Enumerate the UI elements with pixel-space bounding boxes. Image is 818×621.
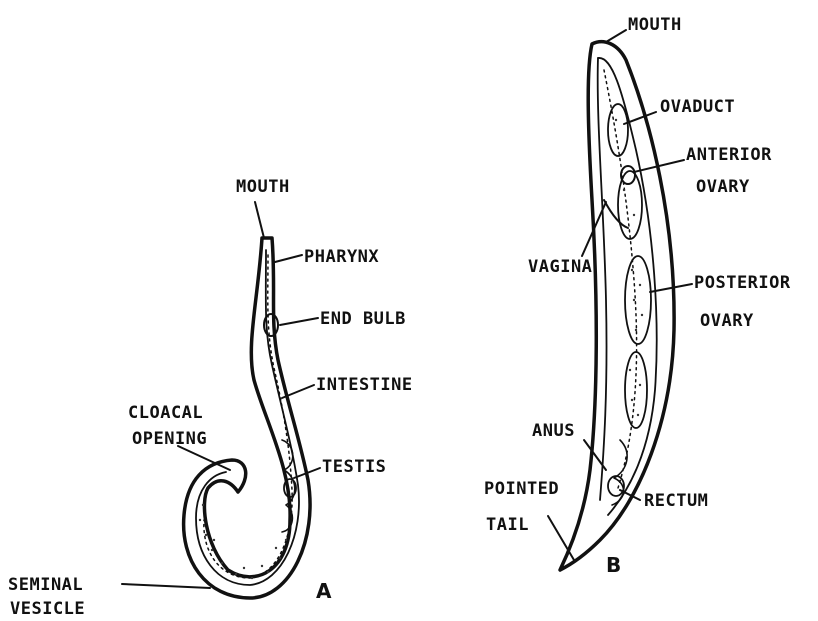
label-cloacal-opening-line1: CLOACAL [128, 403, 203, 423]
label-mouth-b: MOUTH [628, 15, 682, 35]
label-pointed-tail-line2: TAIL [486, 515, 529, 535]
label-seminal-vesicle-line1: SEMINAL [8, 575, 83, 595]
label-end-bulb: END BULB [320, 309, 406, 329]
label-anterior-ovary-line1: ANTERIOR [686, 145, 772, 165]
male-worm-figure: MOUTH PHARYNX END BULB INTESTINE CLOACAL… [8, 177, 413, 619]
label-pointed-tail-line1: POINTED [484, 479, 559, 499]
figure-letter-b: B [606, 553, 621, 577]
label-posterior-ovary-line2: OVARY [700, 311, 754, 331]
label-vagina: VAGINA [528, 257, 592, 277]
label-pharynx: PHARYNX [304, 247, 379, 267]
label-rectum: RECTUM [644, 491, 708, 511]
label-posterior-ovary-line1: POSTERIOR [694, 273, 791, 293]
female-worm-figure: MOUTH OVADUCT ANTERIOR OVARY VAGINA POST… [484, 15, 791, 577]
label-seminal-vesicle-line2: VESICLE [10, 599, 85, 619]
label-mouth-a: MOUTH [236, 177, 290, 197]
label-anterior-ovary-line2: OVARY [696, 177, 750, 197]
label-intestine: INTESTINE [316, 375, 413, 395]
label-cloacal-opening-line2: OPENING [132, 429, 207, 449]
label-testis: TESTIS [322, 457, 386, 477]
label-oviduct: OVADUCT [660, 97, 735, 117]
label-anus: ANUS [532, 421, 575, 441]
figure-letter-a: A [316, 579, 332, 603]
